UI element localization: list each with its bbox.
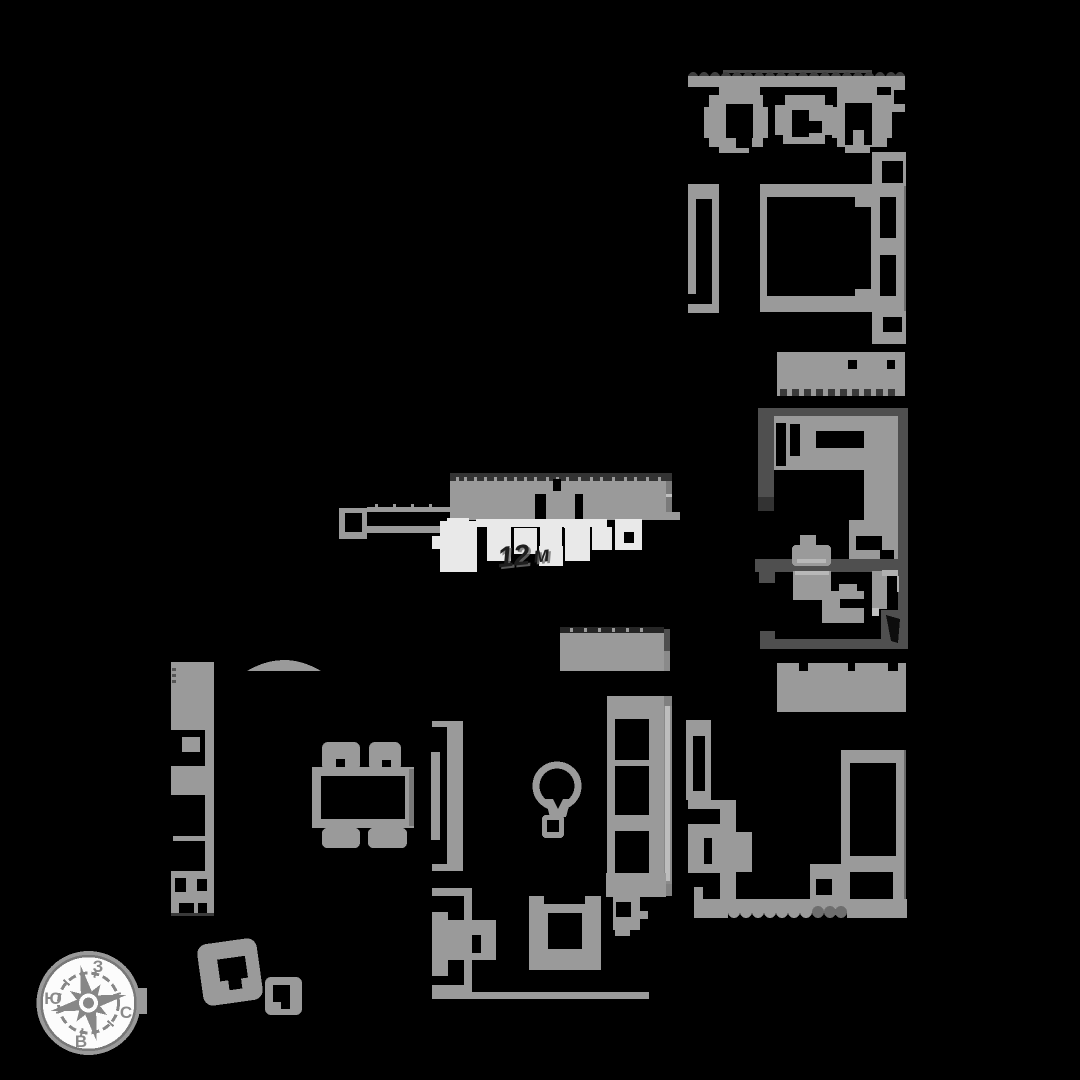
- svg-text:м: м: [532, 541, 551, 568]
- svg-text:12: 12: [498, 541, 533, 576]
- svg-text:В: В: [75, 1032, 87, 1051]
- svg-text:Ю: Ю: [44, 989, 62, 1008]
- svg-text:С: С: [120, 1003, 132, 1022]
- svg-text:З: З: [93, 957, 104, 976]
- svg-text:м: м: [534, 543, 553, 570]
- svg-text:12: 12: [496, 539, 531, 574]
